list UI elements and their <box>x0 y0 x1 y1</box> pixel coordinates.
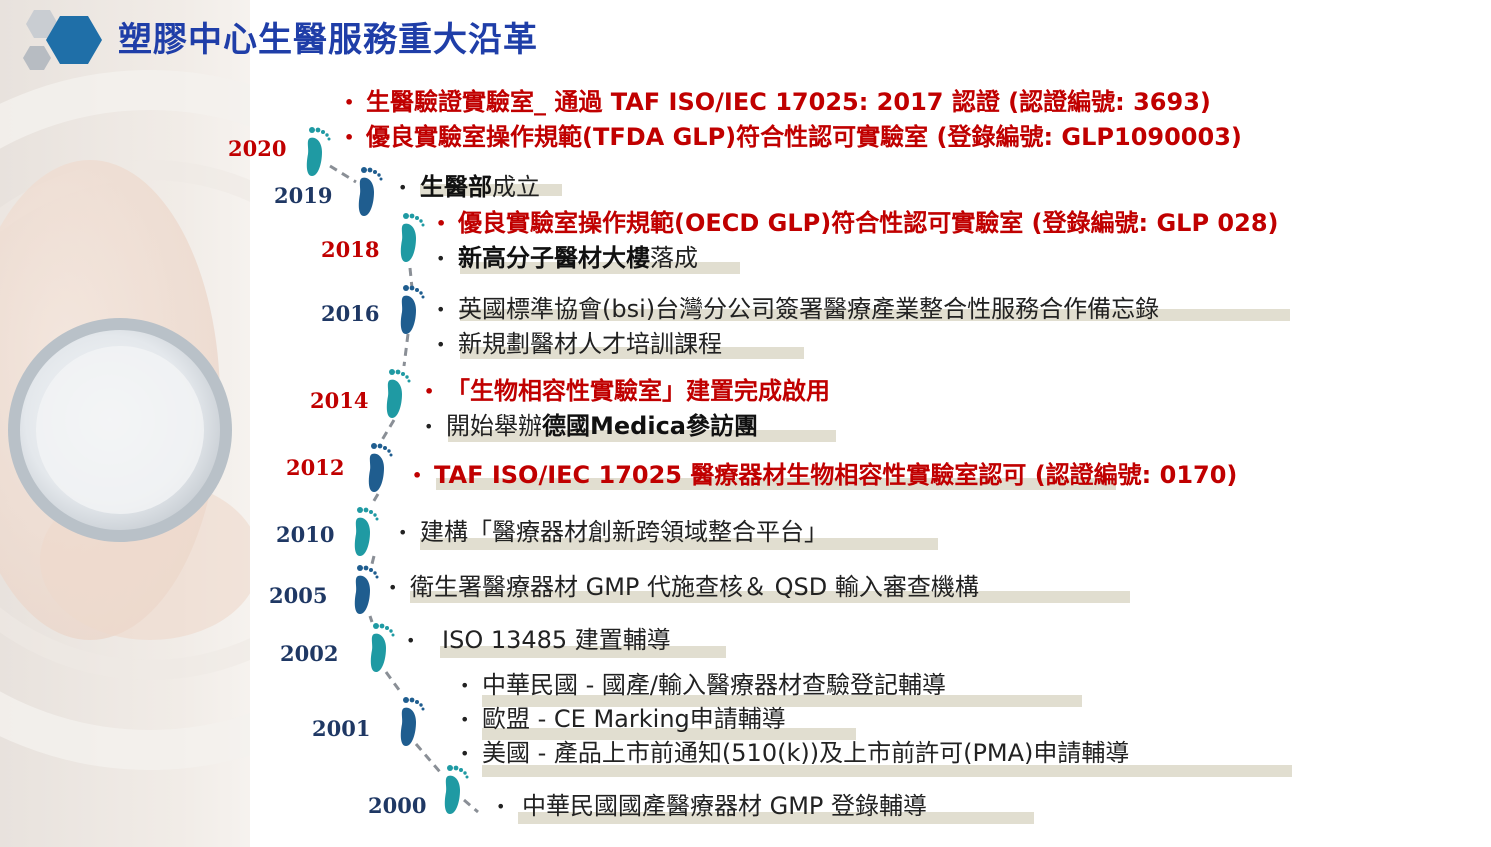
highlight-underline <box>420 184 562 196</box>
list-item: • 生醫驗證實驗室_ 通過 TAF ISO/IEC 17025: 2017 認證 … <box>344 88 1211 117</box>
highlight-underline <box>420 538 938 550</box>
highlight-underline <box>518 812 1034 824</box>
bullet: • <box>436 214 447 233</box>
footprint-icon <box>386 369 411 418</box>
list-item: • 新高分子醫材大樓落成 <box>436 244 698 273</box>
list-item: • 建構「醫療器材創新跨領域整合平台」 <box>398 518 828 547</box>
year-2005: 2005 <box>269 583 328 608</box>
bullet: • <box>398 178 408 197</box>
highlight-underline <box>460 347 804 359</box>
list-item: • 美國 - 產品上市前通知(510(k))及上市前許可(PMA)申請輔導 <box>460 739 1129 768</box>
bullet: • <box>344 128 355 147</box>
list-item: • 中華民國國產醫療器材 GMP 登錄輔導 <box>496 792 927 821</box>
list-item: • 歐盟 - CE Marking申請輔導 <box>460 705 786 734</box>
item-text: 落成 <box>650 244 698 272</box>
bullet: • <box>460 676 470 695</box>
item-text: 生醫驗證實驗室_ 通過 TAF ISO/IEC 17025: 2017 認證 (… <box>366 88 1211 116</box>
year-2001: 2001 <box>312 716 371 741</box>
list-item: • 「生物相容性實驗室」建置完成啟用 <box>424 377 830 406</box>
list-item: • TAF ISO/IEC 17025 醫療器材生物相容性實驗室認可 (認證編號:… <box>412 461 1237 490</box>
bullet: • <box>436 335 446 354</box>
highlight-underline <box>448 430 836 442</box>
footprint-icon <box>400 697 425 746</box>
list-item: • 英國標準協會(bsi)台灣分公司簽署醫療產業整合性服務合作備忘錄 <box>436 295 1159 324</box>
highlight-underline <box>482 765 1292 777</box>
item-text-bold: 德國Medica參訪團 <box>542 412 758 440</box>
year-2010: 2010 <box>276 522 335 547</box>
hexagon-logo-icon <box>23 10 102 70</box>
list-item: • 生醫部成立 <box>398 173 540 202</box>
footprint-icon <box>354 507 379 556</box>
bullet: • <box>388 578 398 597</box>
year-2020: 2020 <box>228 136 287 161</box>
highlight-underline <box>460 309 1290 321</box>
item-text: 優良實驗室操作規範(OECD GLP)符合性認可實驗室 (登錄編號: GLP 0… <box>458 209 1279 237</box>
highlight-underline <box>460 262 740 274</box>
item-text: 優良實驗室操作規範(TFDA GLP)符合性認可實驗室 (登錄編號: GLP10… <box>366 123 1242 151</box>
item-text: 成立 <box>492 173 540 201</box>
bullet: • <box>436 300 446 319</box>
bullet: • <box>460 710 470 729</box>
highlight-underline <box>482 695 1082 707</box>
bullet: • <box>398 523 408 542</box>
bullet: • <box>460 744 470 763</box>
item-text: ISO 13485 建置輔導 <box>442 626 671 654</box>
footprint-icon <box>354 565 379 614</box>
year-2012: 2012 <box>286 455 345 480</box>
footprint-icon <box>400 213 425 262</box>
bullet: • <box>424 417 434 436</box>
highlight-underline <box>440 646 726 658</box>
footprint-icon <box>368 443 393 492</box>
footprint-icon <box>444 765 469 814</box>
bullet: • <box>424 382 435 401</box>
item-text: 歐盟 - CE Marking申請輔導 <box>482 705 786 733</box>
item-text: 美國 - 產品上市前通知(510(k))及上市前許可(PMA)申請輔導 <box>482 739 1130 767</box>
highlight-underline <box>410 591 1130 603</box>
item-text: 開始舉辦 <box>446 412 542 440</box>
item-text-bold: 新高分子醫材大樓 <box>458 244 650 272</box>
bullet: • <box>344 93 355 112</box>
year-2000: 2000 <box>368 793 427 818</box>
item-text: 建構「醫療器材創新跨領域整合平台」 <box>420 518 828 546</box>
year-2014: 2014 <box>310 388 369 413</box>
item-text: TAF ISO/IEC 17025 醫療器材生物相容性實驗室認可 (認證編號: … <box>434 461 1238 489</box>
list-item: • 衛生署醫療器材 GMP 代施查核＆ QSD 輸入審查機構 <box>388 573 979 602</box>
highlight-underline <box>482 728 856 740</box>
year-2018: 2018 <box>321 237 380 262</box>
footprint-icon <box>400 285 425 334</box>
footprint-icon <box>358 167 383 216</box>
bullet: • <box>406 631 416 650</box>
item-text: 中華民國 - 國產/輸入醫療器材查驗登記輔導 <box>482 671 947 699</box>
list-item: • ISO 13485 建置輔導 <box>406 626 671 655</box>
list-item: • 優良實驗室操作規範(OECD GLP)符合性認可實驗室 (登錄編號: GLP … <box>436 209 1279 238</box>
year-2016: 2016 <box>321 301 380 326</box>
item-text-bold: 生醫部 <box>420 173 492 201</box>
list-item: • 中華民國 - 國產/輸入醫療器材查驗登記輔導 <box>460 671 946 700</box>
year-2002: 2002 <box>280 641 339 666</box>
item-text: 衛生署醫療器材 GMP 代施查核＆ QSD 輸入審查機構 <box>410 573 979 601</box>
list-item: • 新規劃醫材人才培訓課程 <box>436 330 722 359</box>
item-text: 中華民國國產醫療器材 GMP 登錄輔導 <box>522 792 928 820</box>
highlight-underline <box>436 478 1116 490</box>
item-text: 新規劃醫材人才培訓課程 <box>458 330 722 358</box>
page-title: 塑膠中心生醫服務重大沿革 <box>118 20 538 60</box>
list-item: • 開始舉辦德國Medica參訪團 <box>424 412 758 441</box>
bullet: • <box>496 797 506 816</box>
footprint-icon <box>370 623 395 672</box>
item-text: 英國標準協會(bsi)台灣分公司簽署醫療產業整合性服務合作備忘錄 <box>458 295 1160 323</box>
footprint-icon <box>306 127 331 176</box>
bullet: • <box>412 466 423 485</box>
list-item: • 優良實驗室操作規範(TFDA GLP)符合性認可實驗室 (登錄編號: GLP1… <box>344 123 1242 152</box>
year-2019: 2019 <box>274 183 333 208</box>
item-text: 「生物相容性實驗室」建置完成啟用 <box>446 377 830 405</box>
bullet: • <box>436 249 446 268</box>
